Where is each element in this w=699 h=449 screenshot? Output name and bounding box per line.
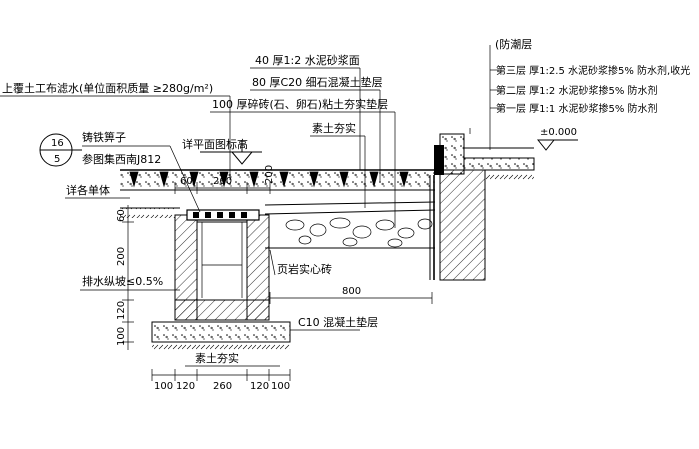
dim-top-200: 200 — [264, 165, 275, 184]
drain-channel — [151, 209, 291, 350]
elevation-mark-zero: ±0.000 — [536, 127, 578, 151]
dim-top-60: 60 — [180, 176, 193, 187]
dim-top-260: 260 — [213, 176, 232, 187]
label-slope: 排水纵坡≤0.5% — [82, 274, 163, 288]
label-geotextile: 上覆土工布滤水(单位面积质量 ≥280g/m²) — [2, 81, 213, 95]
dim-bottom-120-right: 120 — [250, 381, 269, 392]
surface-layers — [120, 169, 436, 249]
label-moisture-2: 第二层 厚1:2 水泥砂浆掺5% 防水剂 — [496, 84, 658, 97]
label-gravel-100: 100 厚碎砖(石、卵石)粘土夯实垫层 — [212, 97, 388, 111]
dim-v-60: 60 — [116, 209, 127, 222]
dim-v-120: 120 — [116, 301, 127, 320]
dim-bottom-100-right: 100 — [271, 381, 290, 392]
dim-bottom-260: 260 — [213, 381, 232, 392]
dim-v-200: 200 — [116, 247, 127, 266]
dim-span-800: 800 — [342, 286, 361, 297]
label-concrete-80: 80 厚C20 细石混凝土垫层 — [252, 75, 383, 89]
detail-index-symbol: 16 5 — [39, 133, 82, 167]
label-grate: 铸铁箅子 — [82, 130, 126, 144]
label-rammed-earth-bottom: 素土夯实 — [195, 351, 239, 365]
index-bottom-number: 5 — [54, 154, 60, 165]
dim-bottom-100-left: 100 — [154, 381, 173, 392]
index-top-number: 16 — [51, 138, 64, 149]
label-brick: 页岩实心砖 — [277, 262, 332, 276]
dimension-lines — [122, 182, 433, 381]
label-moisture-title: (防潮层 — [495, 37, 532, 51]
elevation-mark-center — [200, 140, 262, 165]
label-moisture-3: 第三层 厚1:2.5 水泥砂浆掺5% 防水剂,收光 — [496, 64, 690, 77]
ground-earth-left — [120, 207, 180, 218]
label-concrete-base: C10 混凝土垫层 — [298, 315, 378, 329]
label-ref-atlas: 参图集西南J812 — [82, 152, 161, 166]
gravel-layer — [285, 217, 433, 248]
dim-bottom-120-left: 120 — [176, 381, 195, 392]
building-wall — [429, 133, 535, 281]
label-mortar-top: 40 厚1:2 水泥砂浆面 — [255, 53, 360, 67]
label-moisture-1: 第一层 厚1:1 水泥砂浆掺5% 防水剂 — [496, 102, 658, 115]
elevation-zero-label: ±0.000 — [540, 127, 577, 138]
leader-lines — [0, 45, 500, 367]
dim-v-100: 100 — [116, 327, 127, 346]
label-detail-unit: 详各单体 — [66, 183, 110, 197]
c10-concrete-base — [151, 321, 291, 343]
label-elevation-note: 详平面图标高 — [182, 137, 248, 151]
label-rammed-earth-right: 素土夯实 — [312, 121, 356, 135]
concrete-spike-pattern — [129, 171, 409, 188]
